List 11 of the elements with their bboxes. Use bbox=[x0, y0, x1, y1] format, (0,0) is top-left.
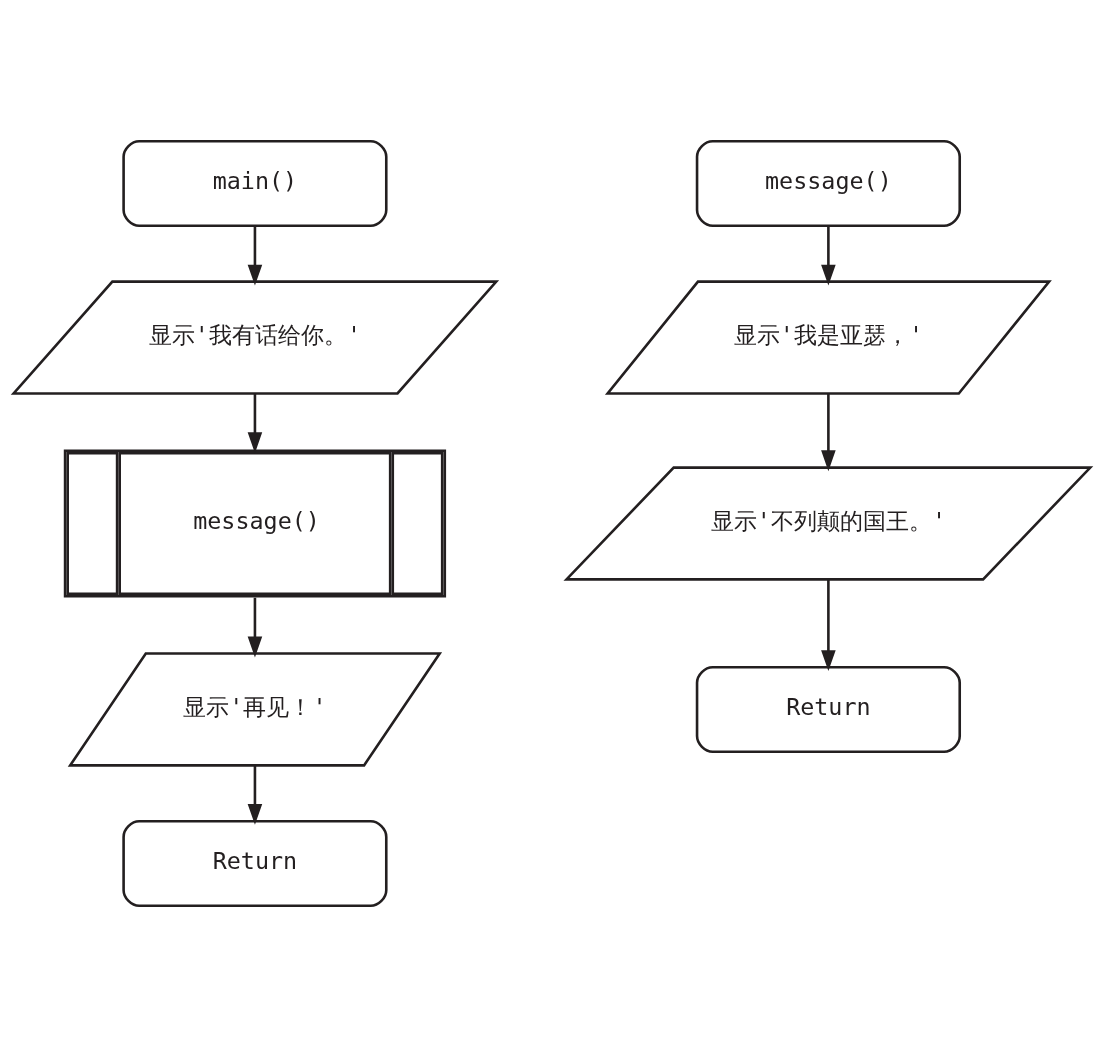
node-box: Return bbox=[695, 665, 961, 753]
arrow bbox=[821, 225, 836, 285]
arrow bbox=[247, 225, 263, 285]
node-box: message() bbox=[695, 139, 961, 227]
arrow bbox=[247, 764, 263, 825]
arrow bbox=[247, 393, 263, 453]
arrow bbox=[821, 393, 836, 471]
node-box: main() bbox=[122, 139, 388, 227]
node-box: Return bbox=[122, 819, 388, 907]
arrow bbox=[821, 579, 836, 671]
arrow bbox=[247, 597, 263, 657]
